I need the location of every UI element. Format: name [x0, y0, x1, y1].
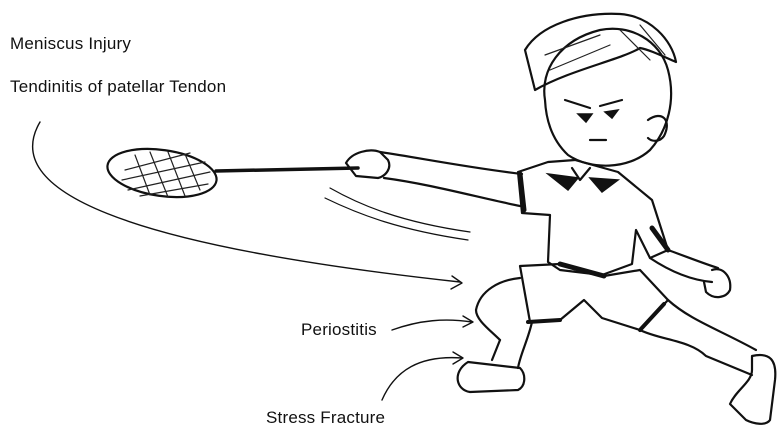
racket-icon — [104, 143, 358, 204]
arrow-stress-fracture — [382, 352, 463, 400]
motion-lines — [325, 188, 470, 240]
arrow-to-knee — [33, 122, 462, 289]
badminton-player-icon — [346, 14, 775, 424]
arrow-periostitis — [392, 316, 473, 330]
